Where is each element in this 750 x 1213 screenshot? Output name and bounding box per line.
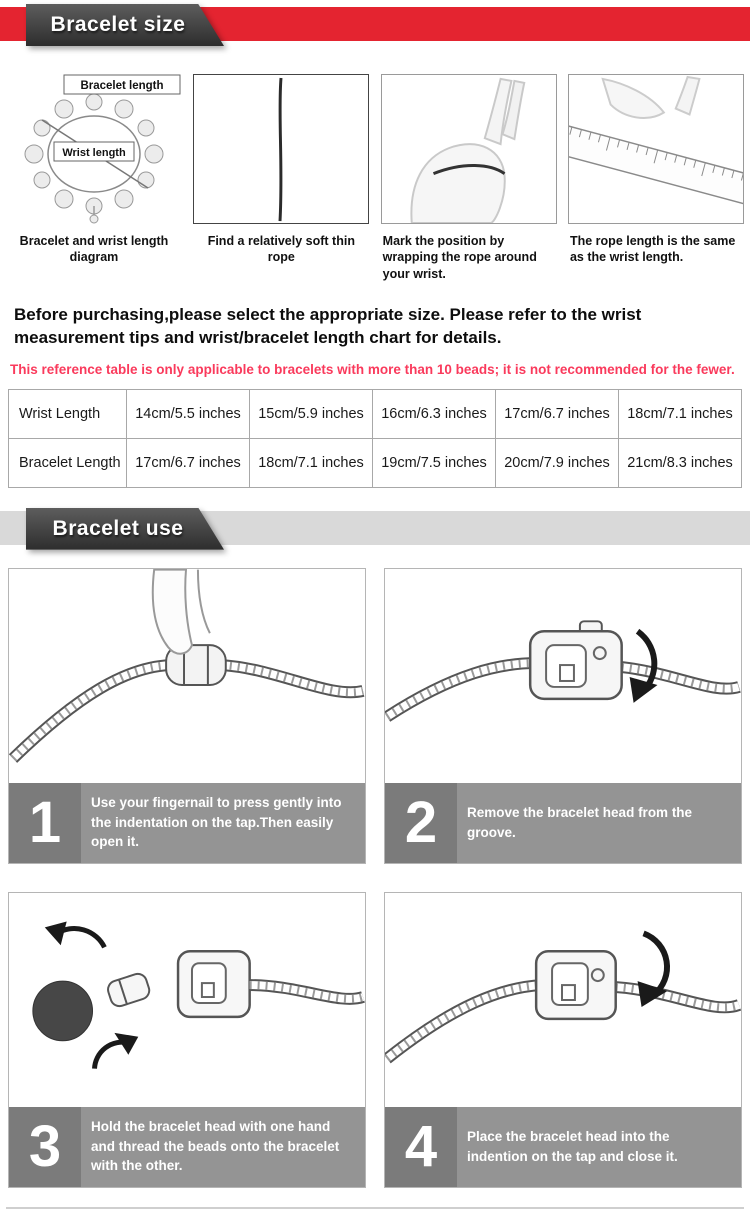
- table-cell: 18cm/7.1 inches: [249, 437, 373, 488]
- figure-caption: Mark the position by wrapping the rope a…: [382, 234, 537, 281]
- ribbon: Bracelet size: [26, 4, 224, 46]
- size-intro-text: Before purchasing,please select the appr…: [14, 304, 642, 347]
- usage-steps-grid: 1 Use your fingernail to press gently in…: [8, 567, 742, 1188]
- step-panel-3: 3 Hold the bracelet head with one hand a…: [8, 891, 366, 1188]
- finger-shape: [151, 568, 194, 655]
- size-warning-text: This reference table is only applicable …: [10, 361, 735, 377]
- table-cell: 19cm/7.5 inches: [372, 437, 496, 488]
- table-cell: 17cm/6.7 inches: [495, 388, 619, 439]
- step-number: 1: [9, 782, 81, 863]
- figure-caption: Find a relatively soft thin rope: [207, 234, 355, 265]
- step-2-illustration: [385, 619, 741, 722]
- step-1-illustration: [9, 568, 365, 763]
- figure-caption: The rope length is the same as the wrist…: [569, 234, 736, 265]
- step-caption: Use your fingernail to press gently into…: [91, 795, 342, 850]
- table-cell: 14cm/5.5 inches: [126, 388, 250, 439]
- step-panel-2: 2 Remove the bracelet head from the groo…: [384, 567, 742, 864]
- table-cell: 17cm/6.7 inches: [126, 437, 250, 488]
- rope-band: [432, 164, 506, 176]
- bracelet-diagram-image: Bracelet length Wrist length: [6, 74, 182, 224]
- table-row-wrist: Wrist Length 14cm/5.5 inches 15cm/5.9 in…: [8, 388, 742, 439]
- step-caption: Place the bracelet head into the indenti…: [467, 1129, 678, 1164]
- use-section-banner: Bracelet use: [0, 507, 750, 552]
- step-caption: Hold the bracelet head with one hand and…: [91, 1119, 340, 1174]
- bead-shape: [32, 980, 94, 1041]
- step-caption-bar: 3 Hold the bracelet head with one hand a…: [9, 1106, 365, 1187]
- rotate-arrow-icon: [44, 921, 107, 949]
- wrist-length-label: Wrist length: [62, 147, 126, 159]
- rotate-arrow-icon: [629, 628, 658, 703]
- bracelet-length-label: Bracelet length: [80, 80, 163, 92]
- step-caption-bar: 2 Remove the bracelet head from the groo…: [385, 782, 741, 863]
- ruler-illustration: [568, 75, 743, 212]
- figure-rope: Find a relatively soft thin rope: [193, 74, 370, 282]
- figure-ruler: The rope length is the same as the wrist…: [567, 74, 744, 282]
- figure-wrist-wrap: Mark the position by wrapping the rope a…: [380, 74, 557, 282]
- figure-bracelet-diagram: Bracelet length Wrist length Bracelet an…: [6, 74, 182, 282]
- size-section-banner: Bracelet size: [0, 4, 750, 48]
- row-header: Bracelet Length: [8, 437, 127, 488]
- size-chart-table: Wrist Length 14cm/5.5 inches 15cm/5.9 in…: [8, 388, 742, 488]
- measurement-figures-row: Bracelet length Wrist length Bracelet an…: [0, 74, 750, 282]
- table-cell: 21cm/8.3 inches: [618, 437, 742, 488]
- rotate-arrow-icon: [92, 1032, 139, 1069]
- wrist-wrap-image: [380, 74, 557, 224]
- figure-caption: Bracelet and wrist length diagram: [19, 234, 169, 265]
- step-caption: Remove the bracelet head from the groove…: [467, 805, 693, 840]
- size-section-title: Bracelet size: [50, 13, 186, 36]
- rope-image: [193, 74, 370, 224]
- row-header: Wrist Length: [8, 388, 127, 439]
- use-section-title: Bracelet use: [52, 516, 184, 540]
- bracelet-diagram: Bracelet length Wrist length: [24, 74, 181, 224]
- step-4-illustration: [385, 930, 741, 1063]
- table-row-bracelet: Bracelet Length 17cm/6.7 inches 18cm/7.1…: [8, 437, 742, 488]
- table-cell: 20cm/7.9 inches: [495, 437, 619, 488]
- step-number: 4: [385, 1106, 457, 1187]
- table-cell: 15cm/5.9 inches: [249, 388, 373, 439]
- wrist-wrap-illustration: [410, 77, 526, 223]
- step-panel-4: 4 Place the bracelet head into the inden…: [384, 891, 742, 1188]
- ribbon: Bracelet use: [26, 507, 224, 550]
- table-cell: 16cm/6.3 inches: [372, 388, 496, 439]
- step-panel-1: 1 Use your fingernail to press gently in…: [8, 567, 366, 864]
- step-number: 2: [385, 782, 457, 863]
- bottom-divider: [6, 1207, 744, 1209]
- step-number: 3: [9, 1106, 81, 1187]
- step-caption-bar: 4 Place the bracelet head into the inden…: [385, 1106, 741, 1187]
- ruler-image: [567, 74, 744, 224]
- step-3-illustration: [32, 921, 365, 1069]
- step-caption-bar: 1 Use your fingernail to press gently in…: [9, 782, 365, 863]
- rotate-arrow-icon: [637, 930, 671, 1007]
- table-cell: 18cm/7.1 inches: [618, 388, 742, 439]
- rope-illustration: [278, 77, 283, 222]
